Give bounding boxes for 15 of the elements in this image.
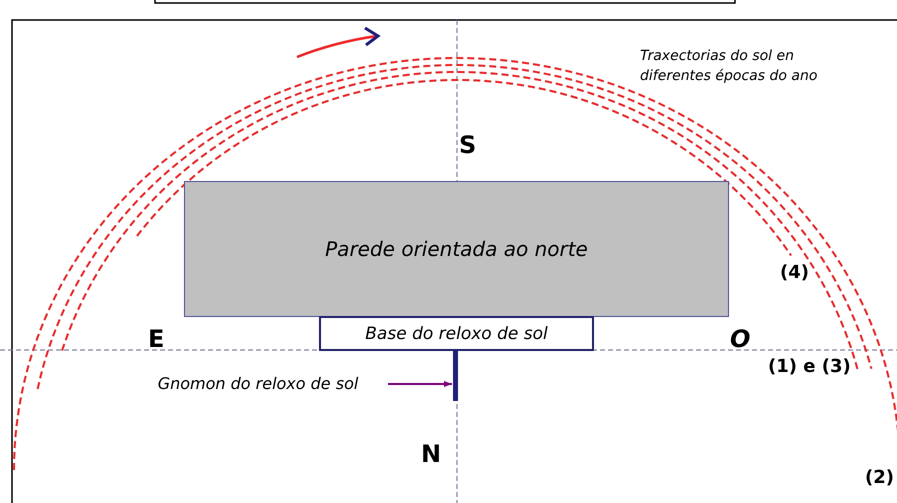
box-label: Parede orientada ao norte — [325, 237, 588, 261]
direction-letter: E — [148, 324, 164, 355]
direction-letter: N — [421, 439, 442, 470]
direction-letter: S — [459, 130, 476, 161]
box-label: Base do reloxo de sol — [365, 324, 548, 344]
wall-box — [184, 181, 729, 317]
path-number: (4) — [780, 261, 809, 285]
arrow — [388, 381, 452, 387]
path-number: (2) — [865, 466, 894, 490]
path-number: (1) e (3) — [768, 355, 851, 379]
direction-letter: O — [730, 324, 750, 355]
note-text: Traxectorias do sol en diferentes épocas do ano — [640, 47, 818, 86]
base-box — [319, 316, 594, 351]
label-text: Gnomon do reloxo de sol — [158, 374, 358, 392]
gnomon-bar — [453, 350, 458, 401]
